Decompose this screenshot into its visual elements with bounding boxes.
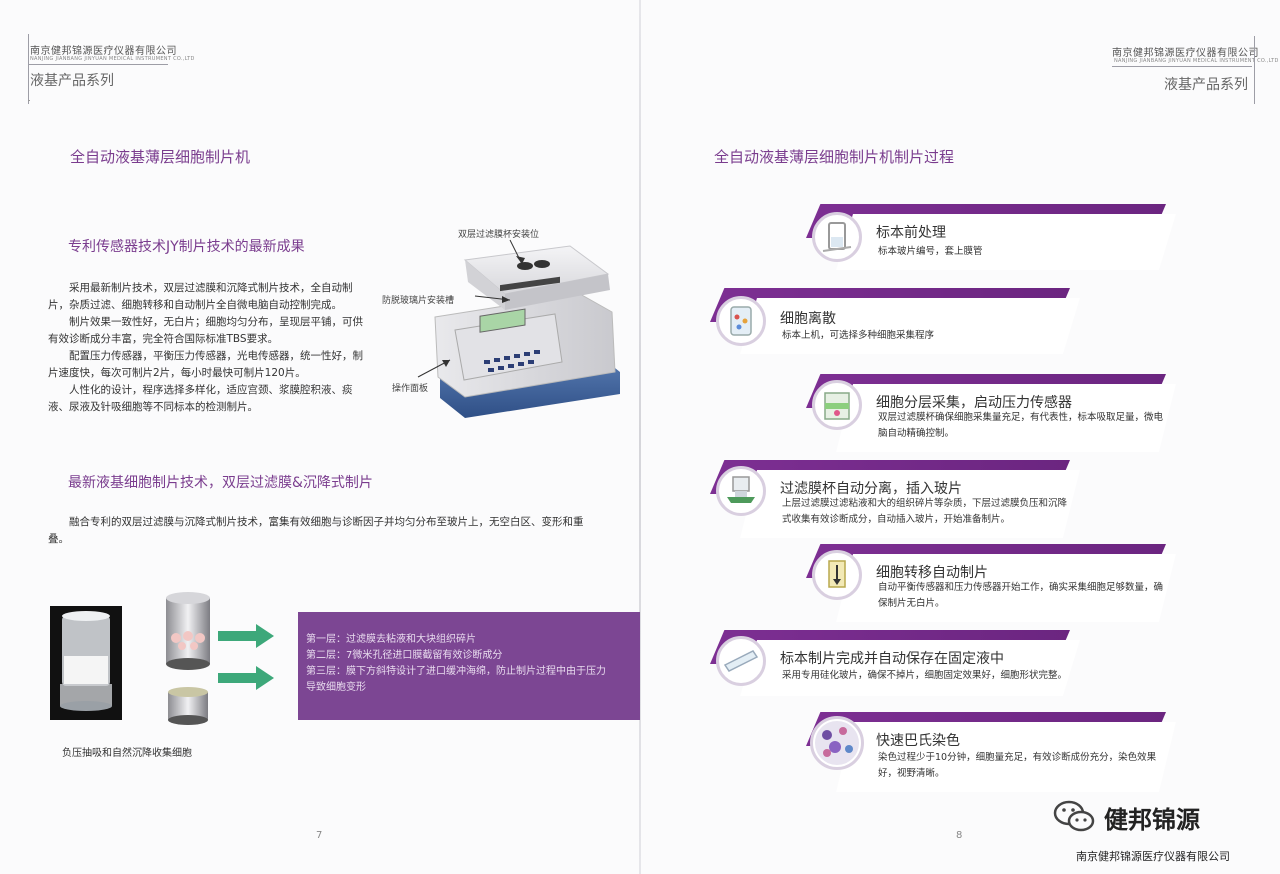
step-desc: 标本上机，可选择多种细胞采集程序: [782, 330, 935, 341]
header-company-cn-right: 南京健邦锦源医疗仪器有限公司: [1112, 48, 1259, 59]
layer-collection-icon: [812, 380, 862, 430]
section1-title: 专利传感器技术JY制片技术的最新成果: [68, 239, 305, 255]
footer-company: 南京健邦锦源医疗仪器有限公司: [1076, 850, 1230, 863]
step-desc: 采用专用硅化玻片，确保不掉片，细胞固定效果好，细胞形状完整。: [782, 670, 1068, 681]
cell-dispersion-icon: [716, 296, 766, 346]
header-series-right: 液基产品系列: [1164, 77, 1248, 93]
callout-slide-slot: 防脱玻璃片安装槽: [382, 296, 455, 306]
step-title: 细胞离散: [780, 311, 836, 327]
cell-preparation-machine: [380, 222, 630, 432]
process-step: 过滤膜杯自动分离，插入玻片 上层过滤膜过滤粘液和大的组织碎片等杂质，下层过滤膜负…: [710, 460, 1080, 540]
step-title: 标本制片完成并自动保存在固定液中: [780, 651, 1004, 667]
filter-layers-box: 第一层：过滤膜去粘液和大块组织碎片 第二层：7微米孔径进口膜截留有效诊断成分 第…: [298, 612, 640, 720]
section1-paragraph: 采用最新制片技术，双层过滤膜和沉降式制片技术，全自动制片，杂质过滤、细胞转移和自…: [48, 282, 353, 311]
arrow-right-icon: [218, 666, 274, 690]
sample-tube-icon: [812, 212, 862, 262]
step-title: 细胞转移自动制片: [876, 565, 988, 581]
header-rule-left: [28, 64, 168, 65]
cell-transfer-icon: [812, 550, 862, 600]
filter-cup-photo: [50, 606, 122, 720]
step-title: 标本前处理: [876, 225, 946, 241]
header-series-left: 液基产品系列: [30, 73, 114, 89]
callout-filter-cup-slot: 双层过滤膜杯安装位: [458, 230, 540, 240]
page-number-left: 7: [316, 830, 323, 841]
header-vrule-right: [1254, 36, 1255, 104]
step-desc: 染色过程少于10分钟，细胞量充足，有效诊断成份充分，染色效果好，视野清晰。: [878, 752, 1157, 779]
process-step: 快速巴氏染色 染色过程少于10分钟，细胞量充足，有效诊断成份充分，染色效果好，视…: [806, 712, 1176, 796]
filter-layers-diagram: [160, 590, 216, 730]
section1-paragraph: 人性化的设计，程序选择多样化，适应宫颈、浆膜腔积液、痰液、尿液及针吸细胞等不同标…: [48, 384, 353, 413]
step-desc: 自动平衡传感器和压力传感器开始工作，确实采集细胞足够数量，确保制片无白片。: [878, 582, 1164, 609]
header-company-cn-left: 南京健邦锦源医疗仪器有限公司: [30, 46, 177, 57]
section2-paragraph: 融合专利的双层过滤膜与沉降式制片技术，富集有效细胞与诊断因子并均匀分布至玻片上，…: [48, 516, 584, 545]
section2-title: 最新液基细胞制片技术，双层过滤膜&沉降式制片: [68, 475, 373, 491]
cylinder-illustration: [166, 592, 210, 725]
section1-paragraph: 配置压力传感器，平衡压力传感器，光电传感器，统一性好，制片速度快，每次可制片2片…: [48, 350, 363, 379]
header-company-en-right: NANJING JIANBANG JINYUAN MEDICAL INSTRUM…: [1114, 58, 1279, 64]
wechat-icon: [1052, 796, 1096, 836]
machine-illustration: [417, 239, 620, 418]
section1-paragraph: 制片效果一致性好，无白片；细胞均匀分布，呈现层平铺，可供有效诊断成分丰富，完全符…: [48, 316, 363, 345]
footer-brand: 健邦锦源: [1104, 806, 1200, 834]
step-desc: 双层过滤膜杯确保细胞采集量充足，有代表性，标本吸取足量，微电脑自动精确控制。: [878, 412, 1164, 439]
step-desc: 上层过滤膜过滤粘液和大的组织碎片等杂质，下层过滤膜负压和沉降式收集有效诊断成分，…: [782, 498, 1068, 525]
left-page-title: 全自动液基薄层细胞制片机: [70, 148, 251, 166]
header-vrule-left: [28, 34, 29, 104]
stained-cells-icon: [810, 716, 864, 770]
step-desc: 标本玻片编号，套上膜管: [878, 246, 983, 257]
section2-body: 融合专利的双层过滤膜与沉降式制片技术，富集有效细胞与诊断因子并均匀分布至玻片上，…: [48, 514, 593, 548]
photo-caption: 负压抽吸和自然沉降收集细胞: [62, 748, 192, 759]
left-page: [0, 0, 640, 874]
header-company-en-left: NANJING JIANBANG JINYUAN MEDICAL INSTRUM…: [30, 56, 195, 62]
step-title: 快速巴氏染色: [876, 733, 960, 749]
right-page-title: 全自动液基薄层细胞制片机制片过程: [714, 148, 955, 166]
glass-slide-icon: [716, 636, 766, 686]
filter-separation-icon: [716, 466, 766, 516]
arrow-right-icon: [218, 624, 274, 648]
header-rule-right: [1112, 66, 1252, 67]
page-spine: [639, 0, 641, 874]
process-step: 标本制片完成并自动保存在固定液中 采用专用硅化玻片，确保不掉片，细胞固定效果好，…: [710, 630, 1080, 700]
process-step: 细胞分层采集，启动压力传感器 双层过滤膜杯确保细胞采集量充足，有代表性，标本吸取…: [806, 374, 1176, 454]
layer-line: 第二层：7微米孔径进口膜截留有效诊断成分: [306, 650, 503, 661]
process-step: 细胞转移自动制片 自动平衡传感器和压力传感器开始工作，确实采集细胞足够数量，确保…: [806, 544, 1176, 624]
section1-body: 采用最新制片技术，双层过滤膜和沉降式制片技术，全自动制片，杂质过滤、细胞转移和自…: [48, 280, 370, 416]
page-number-right: 8: [956, 830, 963, 841]
process-step: 细胞离散 标本上机，可选择多种细胞采集程序: [710, 288, 1080, 358]
step-title: 细胞分层采集，启动压力传感器: [876, 395, 1072, 411]
layer-line: 第三层：膜下方斜特设计了进口缓冲海绵，防止制片过程中由于压力导致细胞变形: [306, 666, 606, 693]
filter-cup-icon: [60, 611, 112, 711]
callout-control-panel: 操作面板: [392, 384, 429, 394]
step-title: 过滤膜杯自动分离，插入玻片: [780, 481, 962, 497]
process-step: 标本前处理 标本玻片编号，套上膜管: [806, 204, 1176, 274]
layer-line: 第一层：过滤膜去粘液和大块组织碎片: [306, 634, 476, 645]
